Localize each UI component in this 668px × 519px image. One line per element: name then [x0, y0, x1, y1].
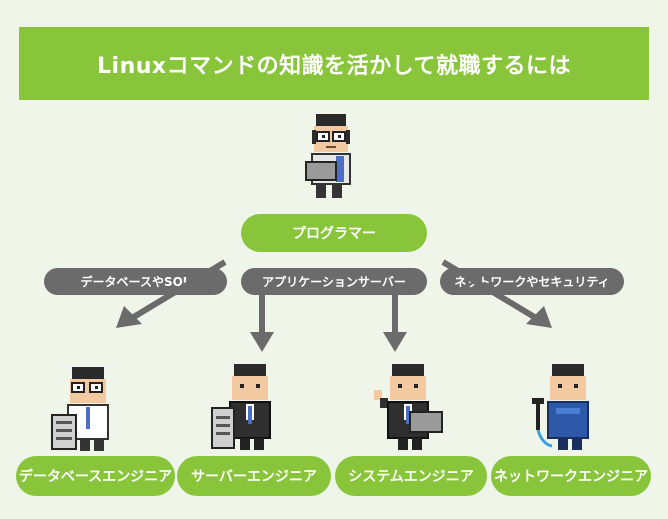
job-server-engineer: サーバーエンジニア	[177, 456, 331, 496]
path-label-appserver: アプリケーションサーバー	[241, 268, 427, 295]
arrowhead-system	[383, 332, 407, 352]
path-label-network: ネットワークやセキュリティ	[440, 268, 624, 295]
arrow-to-database	[130, 259, 227, 321]
database-engineer-pixel-icon	[51, 367, 109, 451]
job-database-engineer: データベースエンジニア	[16, 456, 175, 496]
programmer-node: プログラマー	[241, 214, 427, 252]
arrowhead-network	[526, 306, 552, 328]
programmer-pixel-icon	[305, 114, 351, 198]
page-title: Linuxコマンドの知識を活かして就職するには	[19, 27, 649, 100]
system-engineer-pixel-icon	[374, 364, 443, 450]
server-engineer-pixel-icon	[211, 364, 271, 450]
arrowhead-server	[250, 332, 274, 352]
job-network-engineer: ネットワークエンジニア	[491, 456, 651, 496]
arrowhead-database	[116, 306, 142, 328]
arrow-to-network	[441, 259, 538, 321]
network-engineer-pixel-icon	[532, 364, 589, 450]
job-system-engineer: システムエンジニア	[335, 456, 487, 496]
